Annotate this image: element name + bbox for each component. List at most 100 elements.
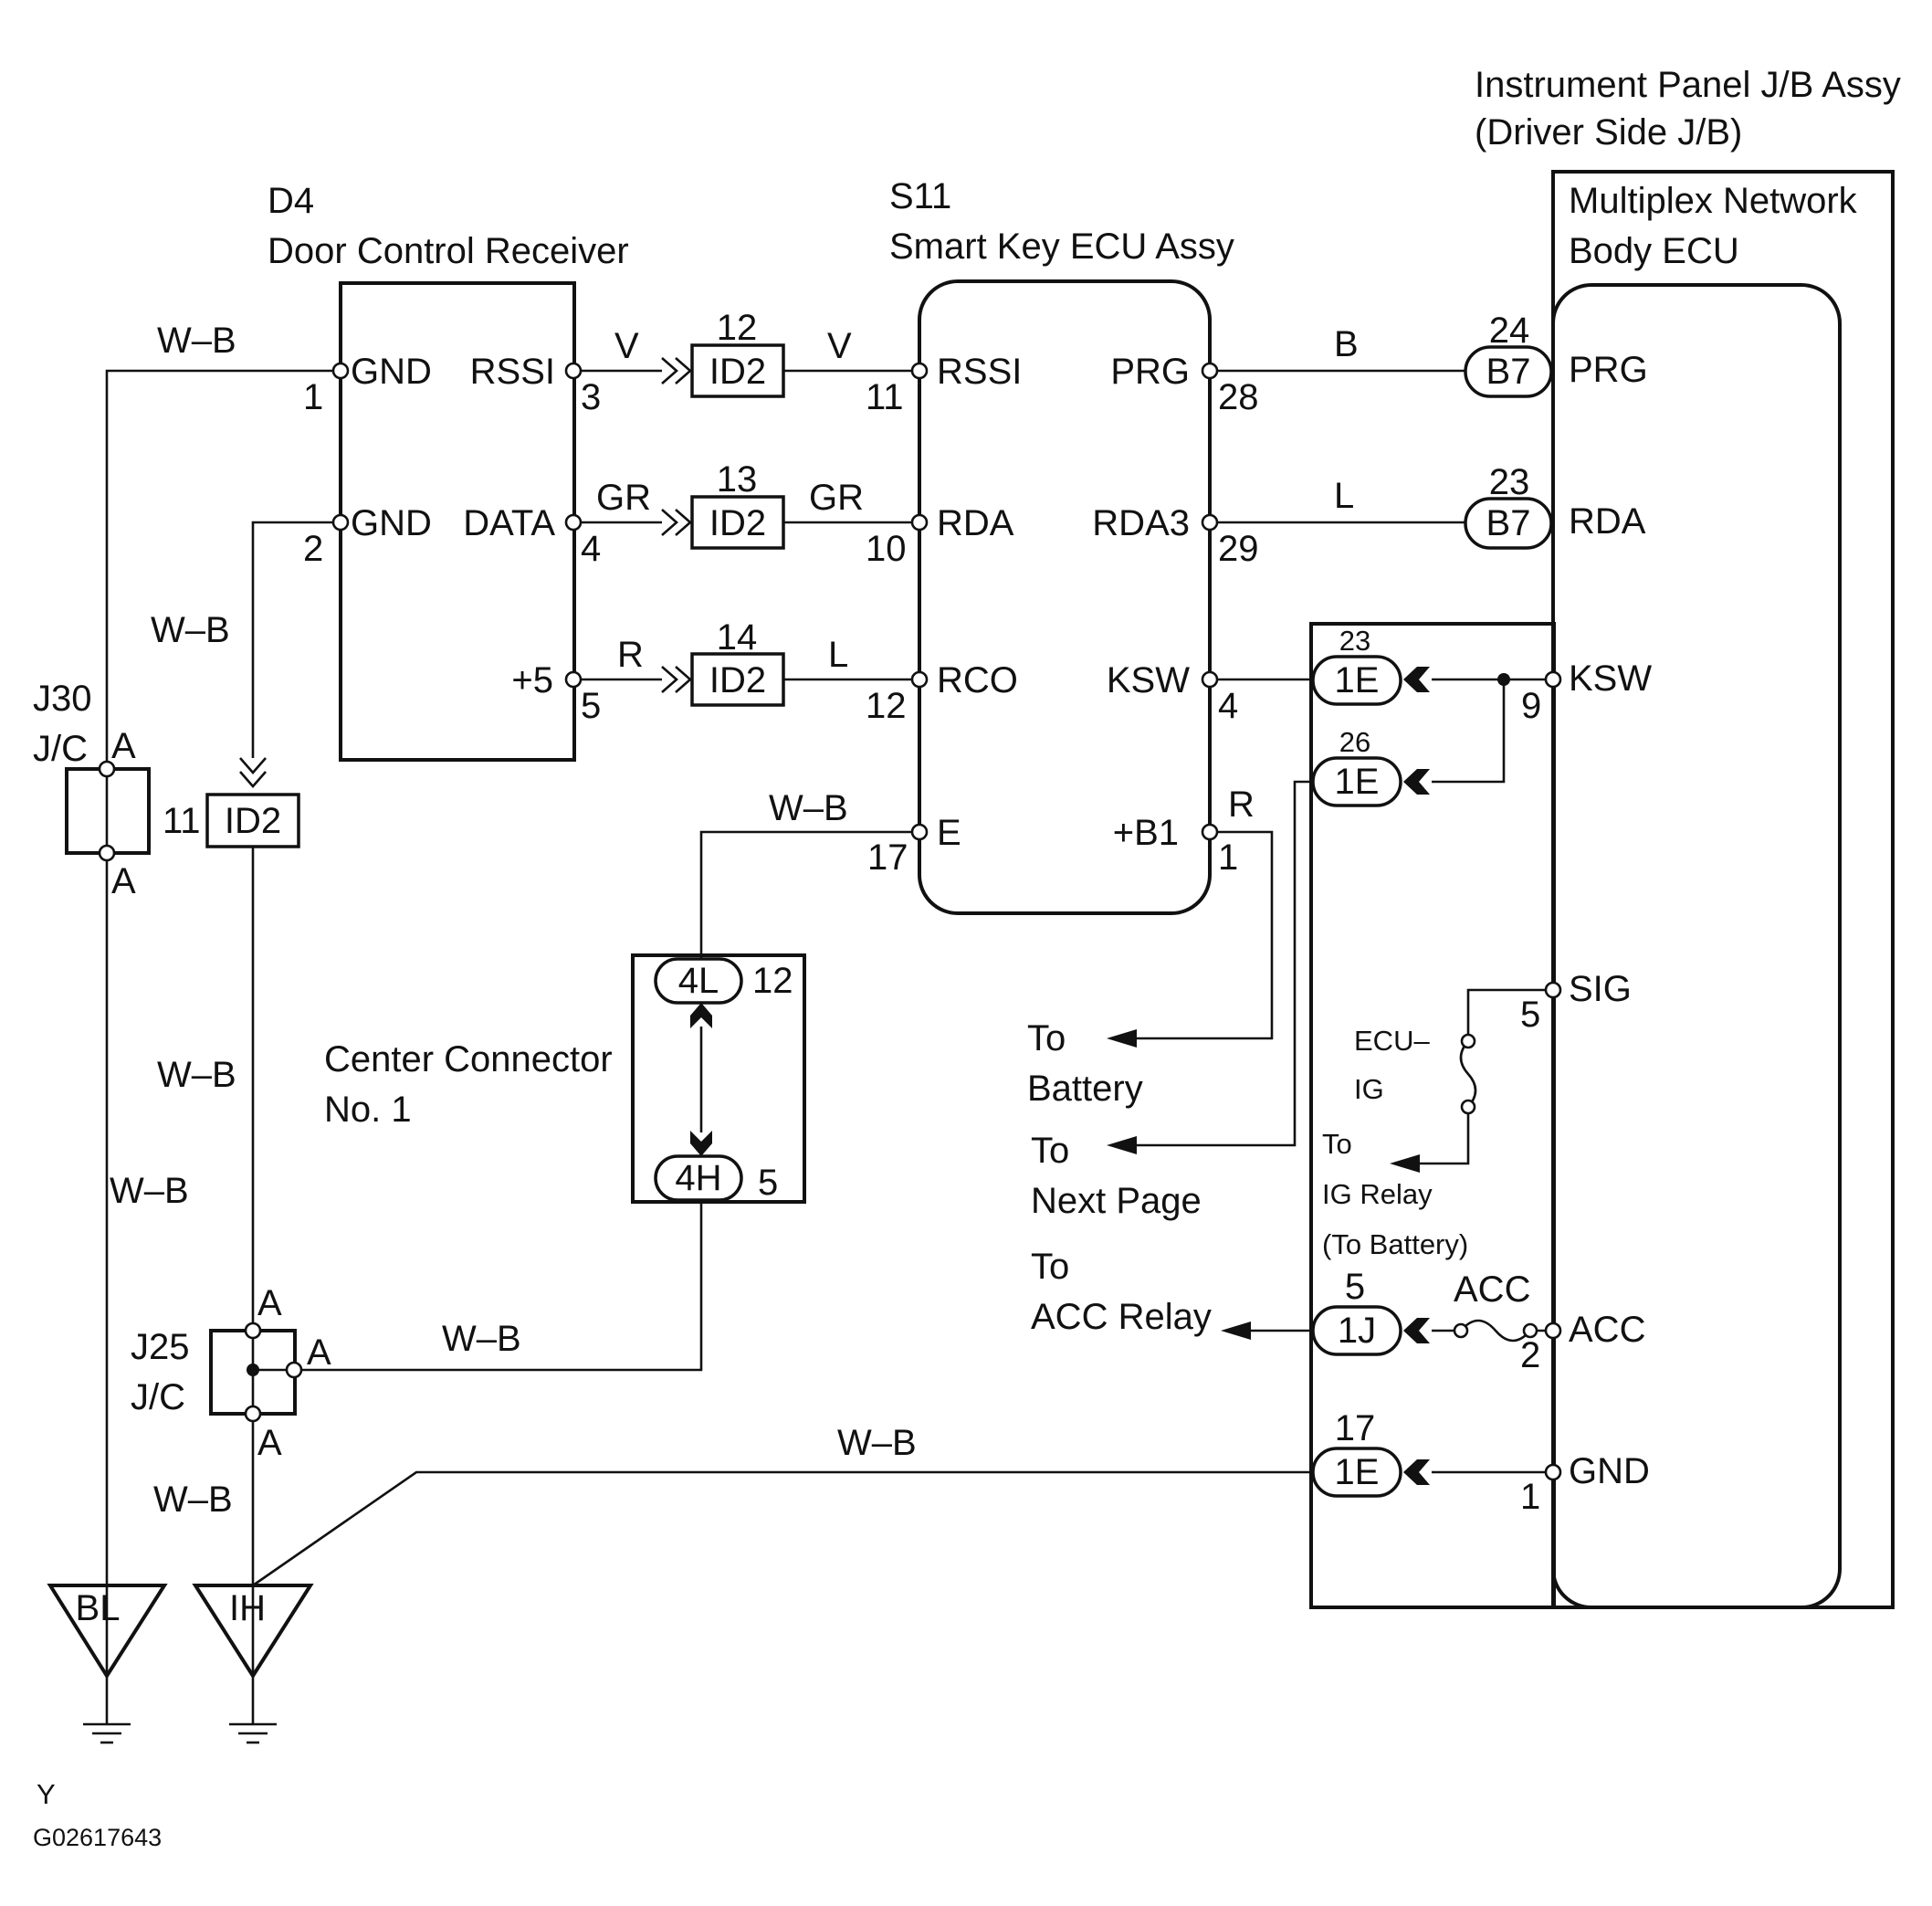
connector-b7-prg	[1464, 345, 1553, 398]
connector-ie-26	[1311, 756, 1402, 807]
chevron-plus5-icon	[661, 666, 692, 693]
pin-j25-top	[244, 1322, 262, 1340]
wire-color-v-2: V	[827, 326, 852, 366]
dest-ig-relay-line2: IG Relay	[1322, 1178, 1433, 1210]
wire-color-b: B	[1334, 324, 1359, 364]
pin-j25-right	[285, 1361, 303, 1379]
fuse-acc-label: ACC	[1454, 1269, 1530, 1310]
s11-pin-rda3-name: RDA3	[1092, 503, 1190, 543]
pin-fuse-ig-top	[1460, 1033, 1476, 1049]
connector-ie-gnd-num: 17	[1335, 1408, 1376, 1448]
pin-j25-bottom	[244, 1405, 262, 1423]
connector-id2-gnd-label: ID2	[225, 801, 281, 841]
j25-pin-right: A	[307, 1332, 331, 1373]
s11-pin-e-name: E	[937, 813, 961, 853]
jb-pin-2: 2	[1520, 1335, 1540, 1375]
connector-id2-data-label: ID2	[709, 503, 766, 543]
arrow-to-acc-relay-icon	[1221, 1322, 1251, 1340]
pin-s11-29	[1201, 513, 1219, 532]
wire-color-l-2: L	[1334, 476, 1354, 516]
fuse-ecu-ig-label-2: IG	[1354, 1073, 1384, 1105]
jb-title-line1: Instrument Panel J/B Assy	[1475, 65, 1901, 105]
jb-pin-9: 9	[1521, 686, 1541, 726]
pin-s11-12	[910, 670, 929, 689]
footer-y: Y	[37, 1778, 56, 1810]
connector-id2-rssi-label: ID2	[709, 352, 766, 392]
wire-color-gr-1: GR	[596, 478, 651, 518]
splice-ksw-dot	[1497, 673, 1510, 686]
ground-ih-label: IH	[229, 1588, 266, 1628]
wire-gnd2	[251, 521, 341, 758]
center-connector-line2: No. 1	[324, 1090, 412, 1130]
pin-d4-4	[564, 513, 583, 532]
connector-id2-plus5-label: ID2	[709, 660, 766, 700]
pin-s11-17	[910, 823, 929, 841]
s11-pin-rco-name: RCO	[937, 660, 1018, 700]
ground-ih-icon	[192, 1584, 314, 1744]
d4-pin-4: 4	[581, 529, 601, 569]
s11-pin-prg-name: PRG	[1110, 352, 1190, 392]
body-ecu-line2: Body ECU	[1569, 231, 1739, 271]
dest-next-page-line1: To	[1031, 1131, 1069, 1171]
wire-gnd1	[105, 369, 341, 769]
connector-b7-rda-num: 23	[1489, 462, 1530, 502]
d4-pin-plus5-name: +5	[511, 660, 553, 700]
wire-sig	[1466, 988, 1553, 1041]
d4-pin-3: 3	[581, 377, 601, 417]
connector-id2-data	[690, 495, 785, 550]
connector-4h	[654, 1154, 743, 1202]
wire-next-page	[1128, 780, 1313, 1147]
pin-s11-10	[910, 513, 929, 532]
connector-ie-gnd	[1311, 1447, 1402, 1498]
jb-pin-acc-name: ACC	[1569, 1310, 1645, 1350]
wire-color-l-1: L	[828, 635, 848, 675]
chevron-gnd-id2-icon	[239, 757, 267, 788]
dest-next-page-line2: Next Page	[1031, 1181, 1202, 1221]
jb-pin-sig-name: SIG	[1569, 969, 1632, 1009]
wire-battery	[1128, 830, 1274, 1040]
s11-pin-b1-name: +B1	[1113, 813, 1179, 853]
s11-pin-17: 17	[867, 837, 908, 878]
chevron-data-icon	[661, 509, 692, 536]
wire-color-wb-4: W–B	[110, 1171, 189, 1211]
jb-title-line2: (Driver Side J/B)	[1475, 112, 1742, 153]
jb-pin-5: 5	[1520, 995, 1540, 1035]
dest-battery-line1: To	[1027, 1018, 1066, 1058]
wire-ig-relay	[1415, 1107, 1470, 1165]
dest-acc-relay-line2: ACC Relay	[1031, 1297, 1212, 1337]
wire-ecu-e	[699, 830, 919, 955]
jb-pin-rda-name: RDA	[1569, 501, 1646, 542]
body-ecu-box	[1551, 283, 1842, 1609]
pin-d4-2	[331, 513, 350, 532]
connector-id2-plus5	[690, 652, 785, 707]
connector-ie-ksw-label: 1E	[1335, 660, 1380, 700]
wire-color-gr-2: GR	[809, 478, 864, 518]
ground-bl-icon	[47, 1584, 168, 1744]
d4-pin-5: 5	[581, 686, 601, 726]
pin-jb-sig	[1544, 981, 1562, 999]
j25-pin-bottom: A	[257, 1423, 282, 1463]
connector-ie-ksw-num: 23	[1339, 625, 1370, 657]
d4-pin-2: 2	[303, 529, 323, 569]
d4-pin-1: 1	[303, 377, 323, 417]
jb-pin-ksw-name: KSW	[1569, 658, 1652, 699]
connector-4l	[654, 957, 743, 1005]
connector-ie-26-label: 1E	[1335, 762, 1380, 802]
s11-pin-rssi-name: RSSI	[937, 352, 1022, 392]
connector-ie-26-num: 26	[1339, 726, 1370, 758]
pin-s11-1	[1201, 823, 1219, 841]
chevron-ie-ksw-icon	[1403, 667, 1430, 692]
connector-ie-gnd-label: 1E	[1335, 1452, 1380, 1492]
pin-fuse-ig-bottom	[1460, 1099, 1476, 1115]
wire-color-v-1: V	[614, 326, 639, 366]
body-ecu-line1: Multiplex Network	[1569, 181, 1858, 221]
wire-color-r-1: R	[617, 635, 644, 675]
s11-pin-4: 4	[1218, 686, 1238, 726]
d4-pin-gnd2-name: GND	[351, 503, 432, 543]
j30-pin-top: A	[111, 726, 136, 766]
connector-4h-num: 5	[758, 1163, 778, 1203]
pin-d4-1	[331, 362, 350, 380]
ground-bl-label: BL	[76, 1588, 121, 1628]
s11-pin-28: 28	[1218, 377, 1259, 417]
